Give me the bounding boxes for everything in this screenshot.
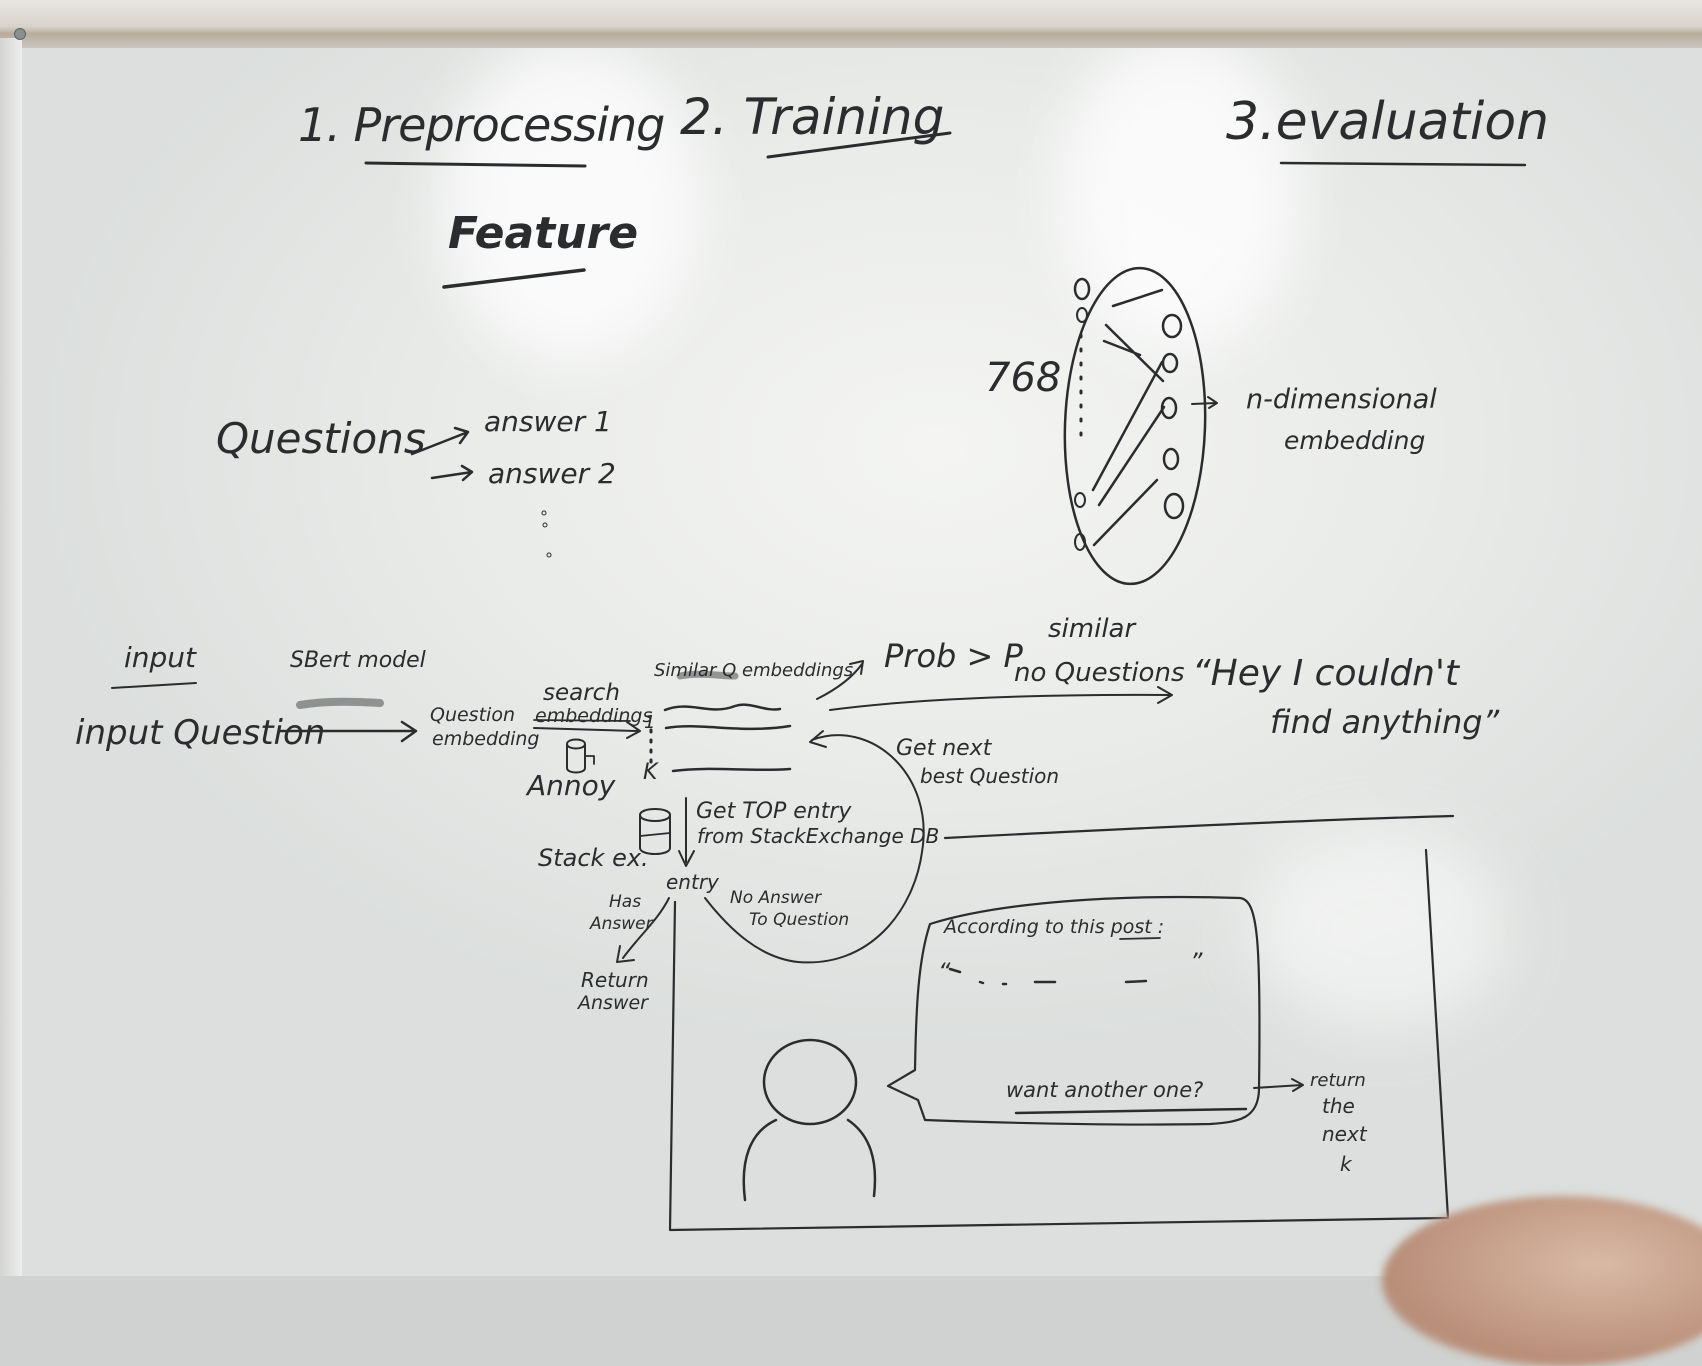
arrow (533, 721, 641, 739)
node (1074, 492, 1086, 508)
dashes (948, 967, 1148, 986)
node (1161, 313, 1183, 339)
next-best-line1: Get next (896, 736, 992, 761)
return-answer-line1: Return (581, 968, 649, 992)
screen-frame (668, 848, 1450, 1232)
connections (1091, 288, 1166, 547)
arrow (809, 730, 827, 748)
quote-close: ” (1190, 948, 1203, 976)
similar-label-line2: no Questions (1014, 658, 1185, 688)
arrow (410, 426, 470, 456)
according-label: According to this post : (944, 916, 1165, 938)
want-another-label: want another one? (1006, 1078, 1204, 1102)
stack-ex-label: Stack ex. (538, 844, 649, 872)
node (1076, 307, 1088, 323)
no-answer-line2: To Question (749, 910, 850, 930)
next-best-line2: best Question (920, 764, 1060, 788)
not-found-line1: “Hey I couldn't (1192, 653, 1459, 694)
search-label-line1: search (543, 680, 620, 706)
no-answer-line1: No Answer (730, 888, 822, 908)
branch (616, 897, 670, 963)
database-icon (566, 738, 586, 774)
underline (111, 682, 197, 689)
top-entry-line2: from StackExchange DB (697, 824, 940, 848)
answer-1-label: answer 1 (484, 405, 612, 438)
arrow (678, 797, 695, 867)
arrow (430, 464, 474, 482)
rank-first: 1 (644, 712, 656, 733)
entry-label: entry (666, 870, 719, 894)
result-line (663, 703, 782, 712)
question-embedding-line2: embedding (432, 728, 540, 750)
arrow (277, 720, 418, 743)
node (1163, 492, 1185, 520)
result-line (664, 724, 792, 731)
output-label-line2: embedding (1284, 426, 1426, 455)
network-outline (1063, 266, 1207, 586)
arrow (816, 660, 864, 700)
heading-evaluation: 3.evaluation (1226, 92, 1550, 152)
link (639, 832, 671, 837)
similar-embeddings-label: Similar Q embeddings (654, 660, 854, 681)
heading-preprocessing: 1. Preprocessing (298, 98, 665, 152)
board-frame-left (0, 38, 22, 1276)
underline (442, 268, 586, 289)
database-icon (639, 808, 671, 855)
underline (766, 131, 952, 159)
underline (1279, 161, 1527, 167)
node (1074, 533, 1086, 551)
input-question-label: input Question (75, 713, 326, 753)
return-next-line4: k (1340, 1152, 1352, 1176)
node (1161, 352, 1179, 374)
arrow (829, 686, 1173, 711)
return-answer-line2: Answer (578, 992, 648, 1014)
return-next-line1: return (1310, 1070, 1366, 1091)
input-heading: input (124, 641, 197, 674)
top-entry-line1: Get TOP entry (696, 799, 852, 824)
chat-bubble (886, 895, 1261, 1126)
node (1073, 277, 1091, 301)
separator-line (943, 814, 1455, 840)
input-size-label: 768 (985, 355, 1062, 401)
has-answer-line1: Has (609, 892, 642, 912)
heading-training: 2. Training (680, 88, 945, 146)
loop-arrow (704, 734, 925, 964)
output-label-line1: n-dimensional (1246, 384, 1437, 415)
dot (541, 510, 547, 516)
arrow (1253, 1078, 1304, 1092)
board-frame-top (0, 0, 1702, 48)
heading-feature: Feature (448, 208, 639, 259)
underline (364, 161, 587, 168)
search-label-line2: embeddings (535, 705, 653, 727)
answer-2-label: answer 2 (488, 457, 616, 490)
return-next-line3: next (1322, 1122, 1367, 1146)
scribble (296, 697, 384, 709)
underline (533, 719, 631, 722)
has-answer-line2: Answer (590, 914, 653, 934)
similar-label-line1: similar (1048, 614, 1136, 644)
link (584, 755, 595, 765)
not-found-line2: find anything” (1270, 703, 1500, 741)
person-head (762, 1038, 858, 1126)
node (1162, 447, 1180, 471)
rank-k: K (643, 760, 658, 785)
question-embedding-line1: Question (430, 704, 515, 726)
dot (546, 552, 552, 558)
quote-open: “ (938, 958, 951, 986)
scribble (676, 670, 739, 680)
dot (542, 522, 548, 528)
sbert-label: SBert model (290, 648, 426, 673)
annoy-label: Annoy (527, 769, 616, 802)
marker-strokes (111, 131, 1527, 1232)
screw-icon (14, 28, 26, 40)
result-line (671, 767, 792, 773)
arrow (1191, 396, 1218, 409)
person-body (742, 1118, 877, 1202)
questions-label: Questions (216, 414, 426, 463)
return-next-line2: the (1322, 1094, 1355, 1118)
underline (1119, 937, 1161, 940)
underline (1014, 1107, 1248, 1115)
prob-label: Prob > P (884, 637, 1023, 675)
